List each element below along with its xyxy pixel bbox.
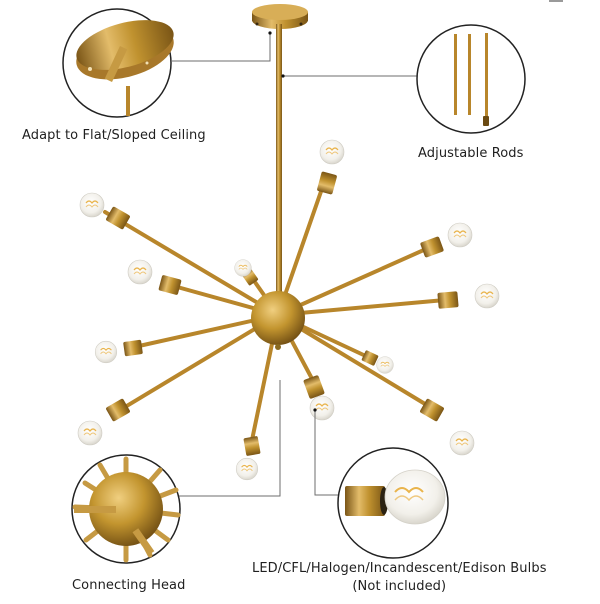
ceiling-canopy xyxy=(252,4,308,29)
bulb-socket xyxy=(437,291,459,309)
feature-label-ceiling: Adapt to Flat/Sloped Ceiling xyxy=(22,128,206,143)
edison-bulb-icon xyxy=(94,340,118,364)
edison-bulb-icon xyxy=(235,457,259,481)
callout-bulb xyxy=(337,447,449,559)
connecting-head-sphere xyxy=(251,291,305,350)
edison-bulb-icon xyxy=(127,259,153,285)
callout-rods xyxy=(416,24,526,134)
feature-label-head: Connecting Head xyxy=(72,578,186,593)
bulb-socket xyxy=(361,349,379,367)
edison-bulb-icon xyxy=(376,356,394,374)
callout-ceiling xyxy=(62,8,174,118)
edison-bulb-icon xyxy=(319,139,345,165)
bulb-socket xyxy=(419,236,445,258)
bulb-socket xyxy=(316,171,338,195)
bulb-socket xyxy=(303,374,325,400)
callout-lines xyxy=(170,33,418,497)
edison-bulb-icon xyxy=(447,222,473,248)
edison-bulb-icon xyxy=(449,430,475,456)
feature-label-bulbs-line1: LED/CFL/Halogen/Incandescent/Edison Bulb… xyxy=(252,561,547,576)
callout-head xyxy=(71,454,181,564)
bulb-socket xyxy=(123,339,143,357)
edison-bulb-icon xyxy=(309,395,335,421)
feature-label-bulbs: LED/CFL/Halogen/Incandescent/Edison Bulb… xyxy=(252,560,547,596)
edison-bulb-icon xyxy=(234,259,252,277)
feature-label-bulbs-line2: (Not included) xyxy=(352,579,447,594)
bulb-socket xyxy=(243,435,261,457)
edison-bulb-icon xyxy=(77,420,103,446)
bulb-socket xyxy=(105,398,131,422)
down-rod xyxy=(276,24,282,294)
feature-label-rods: Adjustable Rods xyxy=(418,146,524,161)
edison-bulb-icon xyxy=(474,283,500,309)
bulb-socket xyxy=(158,274,182,296)
edison-bulb-icon xyxy=(79,192,105,218)
corner-mark xyxy=(549,0,563,2)
